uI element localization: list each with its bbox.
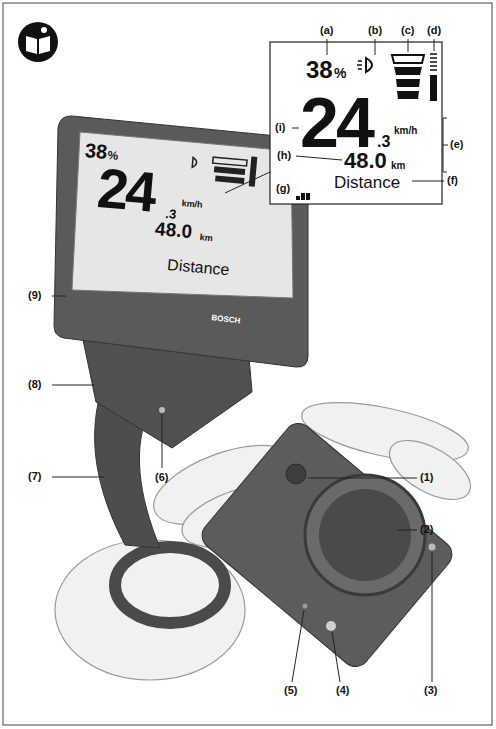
display-icons — [191, 151, 257, 186]
select-button — [319, 489, 411, 581]
inset-icons — [296, 54, 437, 200]
display-unit: km/h — [181, 199, 203, 210]
display-reading: .3 — [377, 134, 390, 150]
inset-screen — [270, 42, 442, 204]
release-screw — [159, 407, 165, 413]
callout-number: (5) — [284, 685, 297, 696]
display-reading: .3 — [165, 207, 177, 221]
led — [303, 604, 308, 609]
control-unit — [196, 418, 457, 672]
callout-letter: (h) — [277, 150, 291, 161]
callout-letter: (d) — [427, 25, 441, 36]
display-unit: km — [391, 161, 405, 171]
manual-icon — [18, 22, 58, 62]
callout-letter: (e) — [450, 139, 463, 150]
display-unit: km — [199, 233, 213, 243]
callout-number: (1) — [420, 472, 433, 483]
callout-letter: (g) — [276, 183, 290, 194]
callout-number: (4) — [336, 685, 349, 696]
display-text: Distance — [334, 174, 400, 191]
handlebar-clamp — [115, 547, 225, 623]
callout-letter: (i) — [275, 122, 285, 133]
display-reading: 48.0 — [154, 219, 192, 241]
display-text: Distance — [167, 257, 230, 278]
callout-number: (2) — [420, 524, 433, 535]
leader-lines — [52, 39, 448, 682]
brand-logo: BOSCH — [211, 314, 241, 325]
callout-number: (6) — [155, 472, 168, 483]
display-reading: 48.0 — [344, 150, 387, 172]
frame — [3, 3, 492, 725]
display-reading: 38 — [84, 140, 108, 162]
control-ring — [305, 475, 425, 595]
power-button — [286, 464, 306, 484]
display-unit: % — [334, 66, 346, 80]
display-reading: 24 — [95, 160, 156, 221]
callout-letter: (b) — [368, 25, 382, 36]
display-screen — [72, 132, 293, 298]
callout-number: (7) — [28, 471, 41, 482]
led — [429, 544, 436, 551]
display-reading: 24 — [300, 88, 372, 158]
callout-number: (9) — [28, 290, 41, 301]
callout-letter: (a) — [320, 25, 333, 36]
display-reading: 38 — [306, 58, 333, 82]
display-unit: km/h — [394, 126, 417, 136]
callout-number: (8) — [28, 379, 41, 390]
callout-letter: (f) — [447, 175, 458, 186]
callout-letter: (c) — [401, 25, 414, 36]
callout-number: (3) — [424, 685, 437, 696]
hand — [55, 391, 480, 680]
small-button — [326, 621, 336, 631]
